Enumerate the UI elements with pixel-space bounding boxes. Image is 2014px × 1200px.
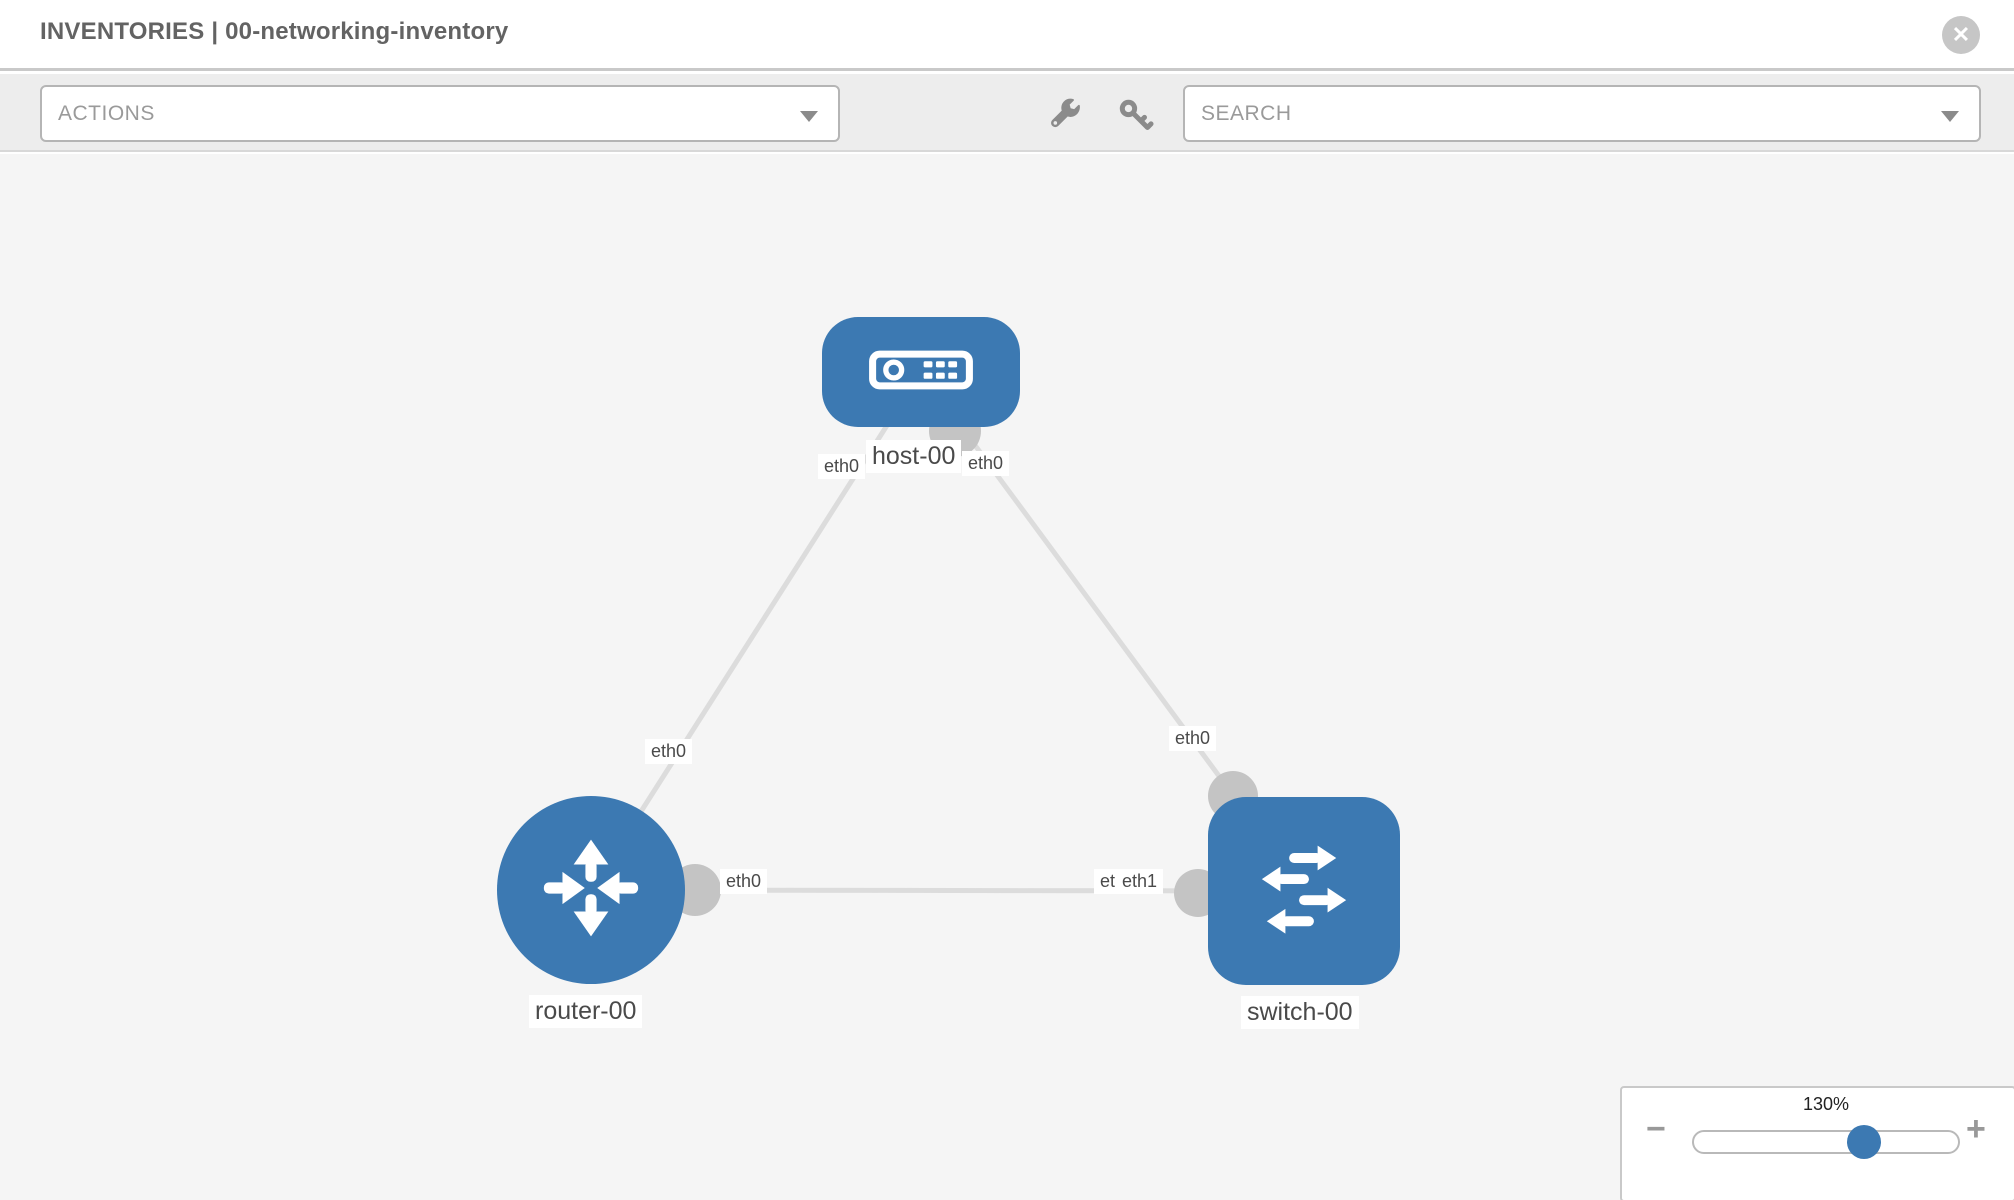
node-switch[interactable]: [1208, 797, 1400, 985]
close-icon: ✕: [1951, 22, 1971, 47]
page-title: INVENTORIES | 00-networking-inventory: [40, 18, 509, 45]
zoom-in-button[interactable]: +: [1966, 1110, 1986, 1148]
zoom-level-readout: 130%: [1802, 1094, 1850, 1114]
node-router[interactable]: [497, 796, 685, 984]
zoom-slider-track[interactable]: [1692, 1130, 1960, 1154]
node-label-host: host-00: [866, 440, 962, 473]
search-dropdown[interactable]: SEARCH: [1183, 85, 1981, 142]
if-label-router-eth0-uplink: eth0: [645, 739, 693, 764]
zoom-control-panel: 130% − +: [1620, 1086, 2014, 1200]
chevron-down-icon: [1941, 111, 1959, 122]
close-button[interactable]: ✕: [1942, 16, 1980, 54]
header: INVENTORIES | 00-networking-inventory ✕: [0, 0, 2014, 71]
zoom-slider-thumb[interactable]: [1847, 1125, 1881, 1159]
switch-icon: [1242, 827, 1366, 956]
if-label-switch-eth1: eth1: [1116, 869, 1164, 894]
chevron-down-icon: [800, 111, 818, 122]
zoom-out-button[interactable]: −: [1646, 1110, 1666, 1148]
actions-dropdown[interactable]: ACTIONS: [40, 85, 840, 142]
tools-button[interactable]: [1046, 96, 1086, 136]
node-label-router: router-00: [529, 995, 643, 1028]
key-icon: [1116, 99, 1154, 137]
links-layer: [588, 370, 1305, 917]
if-label-switch-eth0-uplink: eth0: [1169, 726, 1217, 751]
if-label-host-eth0-left: eth0: [818, 454, 866, 479]
search-placeholder: SEARCH: [1201, 101, 1292, 125]
wrench-icon: [1047, 98, 1085, 137]
node-label-switch: switch-00: [1241, 996, 1359, 1029]
topology-canvas[interactable]: host-00 router-00 switch-00 eth0 eth0 et…: [0, 154, 2014, 1200]
host-icon: [868, 348, 974, 397]
if-label-router-eth0: eth0: [720, 869, 768, 894]
node-host[interactable]: [822, 317, 1020, 427]
key-button[interactable]: [1115, 96, 1155, 136]
router-icon: [529, 826, 653, 955]
if-label-host-eth0-right: eth0: [962, 451, 1010, 476]
toolbar: ACTIONS SEARCH: [0, 74, 2014, 152]
actions-dropdown-label: ACTIONS: [58, 101, 155, 125]
